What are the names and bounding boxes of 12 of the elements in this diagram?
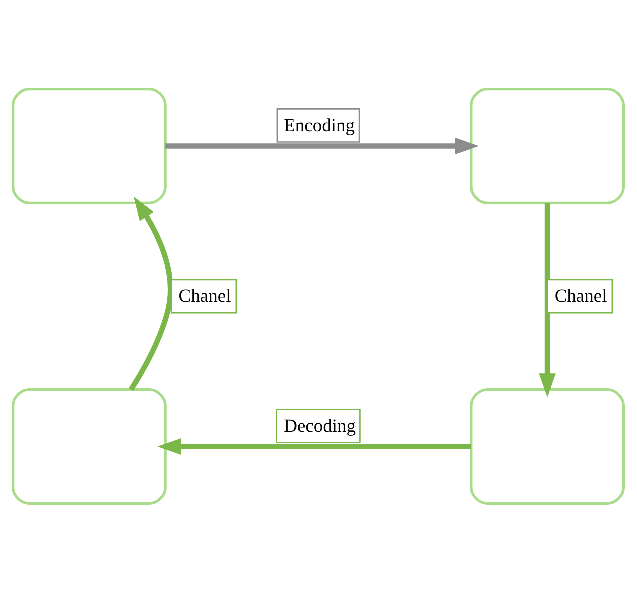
edge-label: Chanel	[178, 286, 232, 308]
node-box	[470, 388, 625, 506]
arrow	[128, 196, 174, 392]
edge-label: Decoding	[284, 416, 356, 437]
node-box	[470, 88, 625, 204]
node-box	[12, 88, 167, 204]
arrow	[166, 138, 480, 155]
edge-label: Encoding	[284, 115, 356, 136]
node-box	[12, 388, 167, 506]
arrow	[158, 438, 472, 456]
edge-label: Chanel	[554, 286, 608, 308]
arrow	[539, 203, 556, 398]
